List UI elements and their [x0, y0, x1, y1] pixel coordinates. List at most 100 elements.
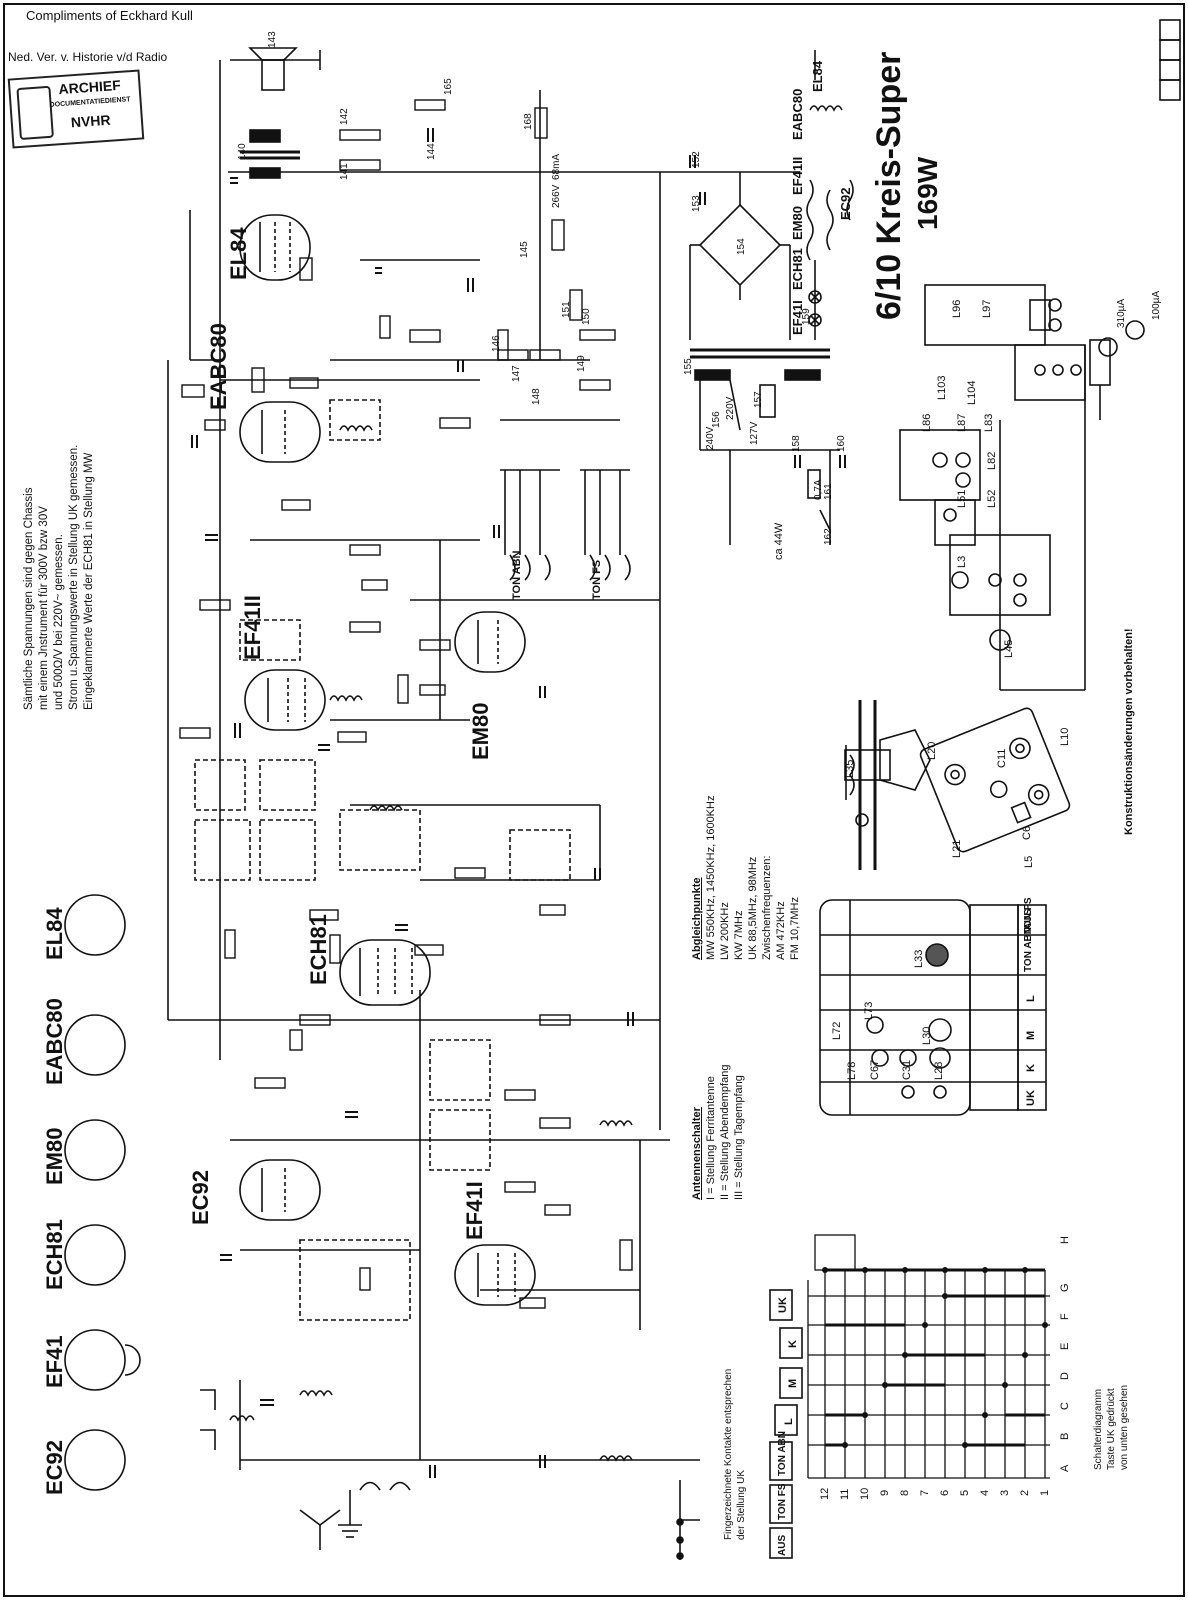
row-label: 6 [939, 1489, 951, 1496]
chassis-l82: L82 [986, 451, 998, 470]
tuner-l21: L21 [951, 839, 963, 858]
power-44w: ca 44W [773, 522, 785, 560]
base-label-ec92: EC92 [42, 1439, 67, 1495]
row-label: 9 [879, 1489, 891, 1496]
tube-eabc80-envelope [239, 401, 321, 463]
coil-c67: C67 [869, 1059, 881, 1080]
coil-l78: L78 [846, 1061, 858, 1080]
caption-line: von unten gesehen [1119, 1384, 1130, 1470]
chassis-l87: L87 [956, 413, 968, 432]
ref-141: 141 [339, 163, 350, 180]
ref-161: 161 [823, 483, 834, 500]
margin-marks [1159, 19, 1181, 101]
speaker-symbol [230, 47, 321, 91]
ref-162: 162 [823, 528, 834, 545]
tube-ec92-envelope [239, 1159, 321, 1221]
stamp-logo-icon [16, 85, 54, 140]
page-frame [3, 3, 1185, 1597]
switch-diagram-grid [807, 1234, 1050, 1479]
base-label-em80: EM80 [42, 1127, 67, 1185]
power-127v: 127V [749, 421, 760, 445]
col-label: C [1059, 1402, 1071, 1410]
col-label: B [1059, 1432, 1071, 1440]
chassis-l96: L96 [951, 299, 963, 318]
ref-158: 158 [791, 435, 802, 452]
col-label: E [1059, 1342, 1071, 1350]
row-label: 10 [859, 1487, 871, 1500]
antenna-line: III = Stellung Tagempfang [733, 1075, 745, 1200]
heater-label-ec92: EC92 [838, 187, 853, 220]
schematic-label-el84: EL84 [226, 227, 251, 280]
ref-151: 151 [561, 301, 572, 318]
schematic-label-ec92: EC92 [188, 1169, 213, 1225]
rectifier-bridge [689, 172, 791, 340]
ref-157: 157 [753, 391, 764, 408]
ref-142: 142 [339, 108, 350, 125]
alignment-line: MW 550KHz, 1450KHz, 1600KHz [705, 795, 717, 960]
power-220v: 220V [725, 396, 736, 420]
chassis-l51: L51 [956, 489, 968, 508]
ref-165: 165 [443, 78, 454, 95]
output-transformer [240, 129, 300, 179]
tuner-plate [919, 707, 1071, 853]
coil-l30: L30 [921, 1026, 933, 1045]
coil-c31: C31 [901, 1059, 913, 1080]
kb-l: L [1025, 995, 1037, 1002]
chassis-l103: L103 [936, 375, 948, 400]
key-ton-fs: TON FS [777, 1483, 788, 1520]
if-line: AM 472KHz [775, 901, 787, 960]
key-aus: AUS [777, 1534, 788, 1556]
tuner-unit-drawing [844, 700, 931, 870]
title-line1: 6/10 Kreis-Super [870, 51, 908, 320]
kb-uk: UK [1025, 1090, 1037, 1106]
mains-transformer [690, 348, 840, 545]
heater-label-ef41-ii: EF41II [790, 156, 805, 195]
alignment-block: Abgleichpunkte MW 550KHz, 1450KHz, 1600K… [690, 796, 802, 960]
kb-aus: AUS [1023, 908, 1034, 930]
kb-k: K [1025, 1064, 1037, 1072]
base-label-ef41: EF41 [42, 1335, 67, 1388]
coil-l28: L28 [933, 1061, 945, 1080]
ref-147: 147 [511, 365, 522, 382]
schematic-label-ef41-ii: EF41II [240, 595, 265, 660]
tube-ef41-ii-envelope [244, 669, 326, 731]
key-uk: UK [777, 1297, 789, 1313]
note-line: Eingeklammerte Werte der ECH81 in Stellu… [83, 452, 95, 710]
base-label-ech81: ECH81 [42, 1219, 67, 1290]
kb-m: M [1025, 1030, 1037, 1040]
row-label: 5 [959, 1489, 971, 1496]
row-label: 4 [979, 1489, 991, 1496]
heater-label-ech81: ECH81 [790, 248, 805, 290]
capacitors [191, 128, 846, 1478]
inductor-coils [229, 105, 843, 1462]
chassis-l104: L104 [966, 380, 978, 405]
antenna-inputs [200, 1380, 411, 1550]
chassis-l45: L45 [1003, 639, 1015, 658]
ref-153: 153 [691, 195, 702, 212]
chassis-l97: L97 [981, 299, 993, 318]
col-label: H [1059, 1236, 1071, 1244]
tuner-l5: L5 [1023, 855, 1035, 868]
note-line: mit einem Jnstrument für 300V bzw 30V [38, 506, 50, 710]
supply-rails [167, 60, 800, 1461]
switch-diagram-caption: Schalterdiagramm Taste UK gedrückt von u… [1092, 1385, 1131, 1470]
tone-jack-group [500, 469, 631, 581]
heater-chain [806, 50, 854, 340]
stamp-line1: ARCHIEF [58, 76, 122, 98]
power-68ma: 68mA [551, 153, 562, 180]
meter-310ua: 310µA [1116, 298, 1127, 328]
stamp-line3: NVHR [70, 111, 112, 131]
ref-148: 148 [531, 388, 542, 405]
antenna-line: I = Stellung Ferritantenne [705, 1076, 717, 1200]
row-label: 2 [1019, 1489, 1031, 1496]
ref-159: 159 [801, 308, 812, 325]
ref-144: 144 [426, 143, 437, 160]
archive-stamp: ARCHIEF DOCUMENTATIEDIENST NVHR [7, 69, 145, 149]
schematic-label-ef41-i: EF41I [462, 1181, 487, 1240]
meter-100ua: 100µA [1151, 290, 1162, 320]
keyboard-unit [819, 899, 1047, 1116]
tuner-c11: C11 [996, 748, 1008, 768]
col-label: A [1059, 1464, 1071, 1472]
chassis-l52: L52 [986, 489, 998, 508]
ref-140: 140 [237, 143, 248, 160]
